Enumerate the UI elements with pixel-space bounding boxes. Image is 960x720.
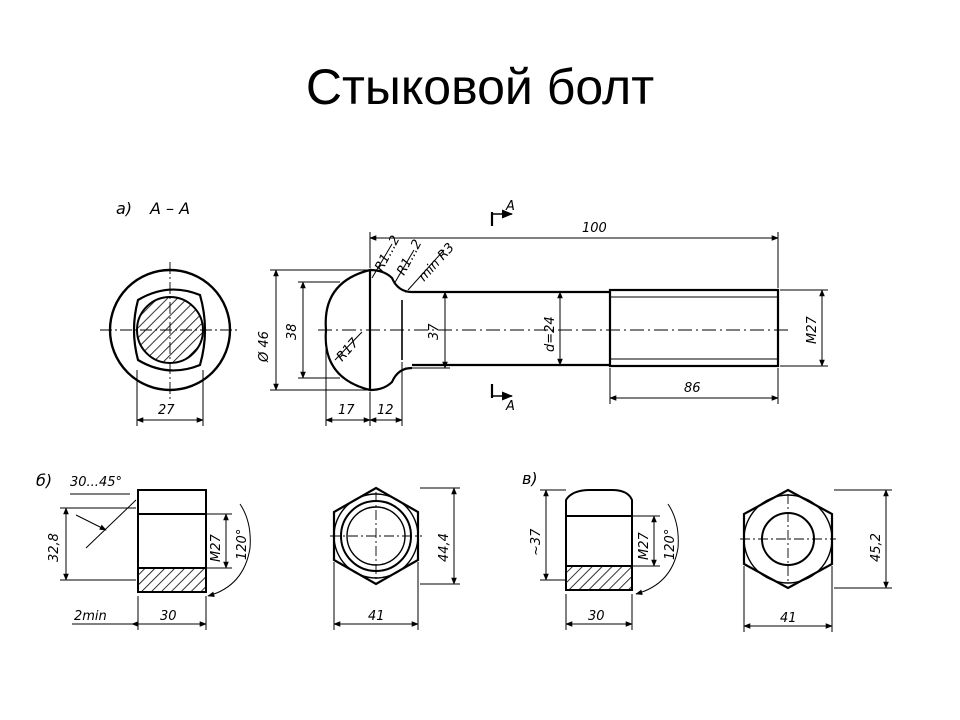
view-label-b: б) [36, 471, 52, 490]
dim-neck-length: 12 [377, 403, 394, 418]
cut-mark-bottom-label: А [505, 399, 515, 414]
dim-hex-height-b: 44,4 [437, 533, 452, 562]
dim-gap: 2min [74, 609, 107, 624]
dim-head-length: 17 [338, 403, 355, 418]
view-label-v: в) [522, 469, 538, 488]
bolt-side-view [270, 209, 828, 426]
dim-hex-height-v: 45,2 [869, 533, 884, 562]
dim-hex-width-v: 41 [780, 611, 797, 626]
section-a-a-view [100, 262, 240, 426]
dim-length-100: 100 [582, 221, 607, 236]
dim-head-height: 38 [285, 323, 300, 340]
dim-height-b: 32,8 [47, 533, 62, 562]
nut-v-top-view [740, 488, 892, 632]
dim-angle-v: 120° [663, 529, 678, 560]
dim-thread-b: M27 [209, 534, 224, 562]
nut-b-side-view [60, 489, 251, 630]
dim-section-width: 27 [158, 403, 175, 418]
page-title: Стыковой болт [305, 59, 655, 115]
figure-v [540, 488, 892, 632]
dim-width-v: 30 [588, 609, 605, 624]
dim-height-v: ~37 [529, 528, 544, 556]
dim-hex-width-b: 41 [368, 609, 385, 624]
dim-radius-17: R17 [334, 335, 363, 365]
dim-chamfer: 30...45° [70, 475, 122, 490]
section-label: А – А [149, 199, 190, 218]
dim-width-b: 30 [160, 609, 177, 624]
view-label-a: а) [116, 199, 132, 218]
figure-b [60, 486, 460, 630]
cut-mark-top-label: А [505, 199, 515, 214]
dim-head-diameter: Ø 46 [257, 331, 272, 363]
dim-thread-v: M27 [637, 532, 652, 560]
dim-thread-length: 86 [684, 381, 701, 396]
dim-neck-37: 37 [427, 323, 442, 340]
dim-thread-m27: M27 [805, 316, 820, 344]
dim-shank-diameter: d=24 [543, 316, 558, 352]
figure-a [100, 209, 828, 426]
dim-angle-b: 120° [235, 529, 250, 560]
nut-b-top-view [330, 486, 460, 630]
nut-v-side-view [540, 489, 679, 630]
